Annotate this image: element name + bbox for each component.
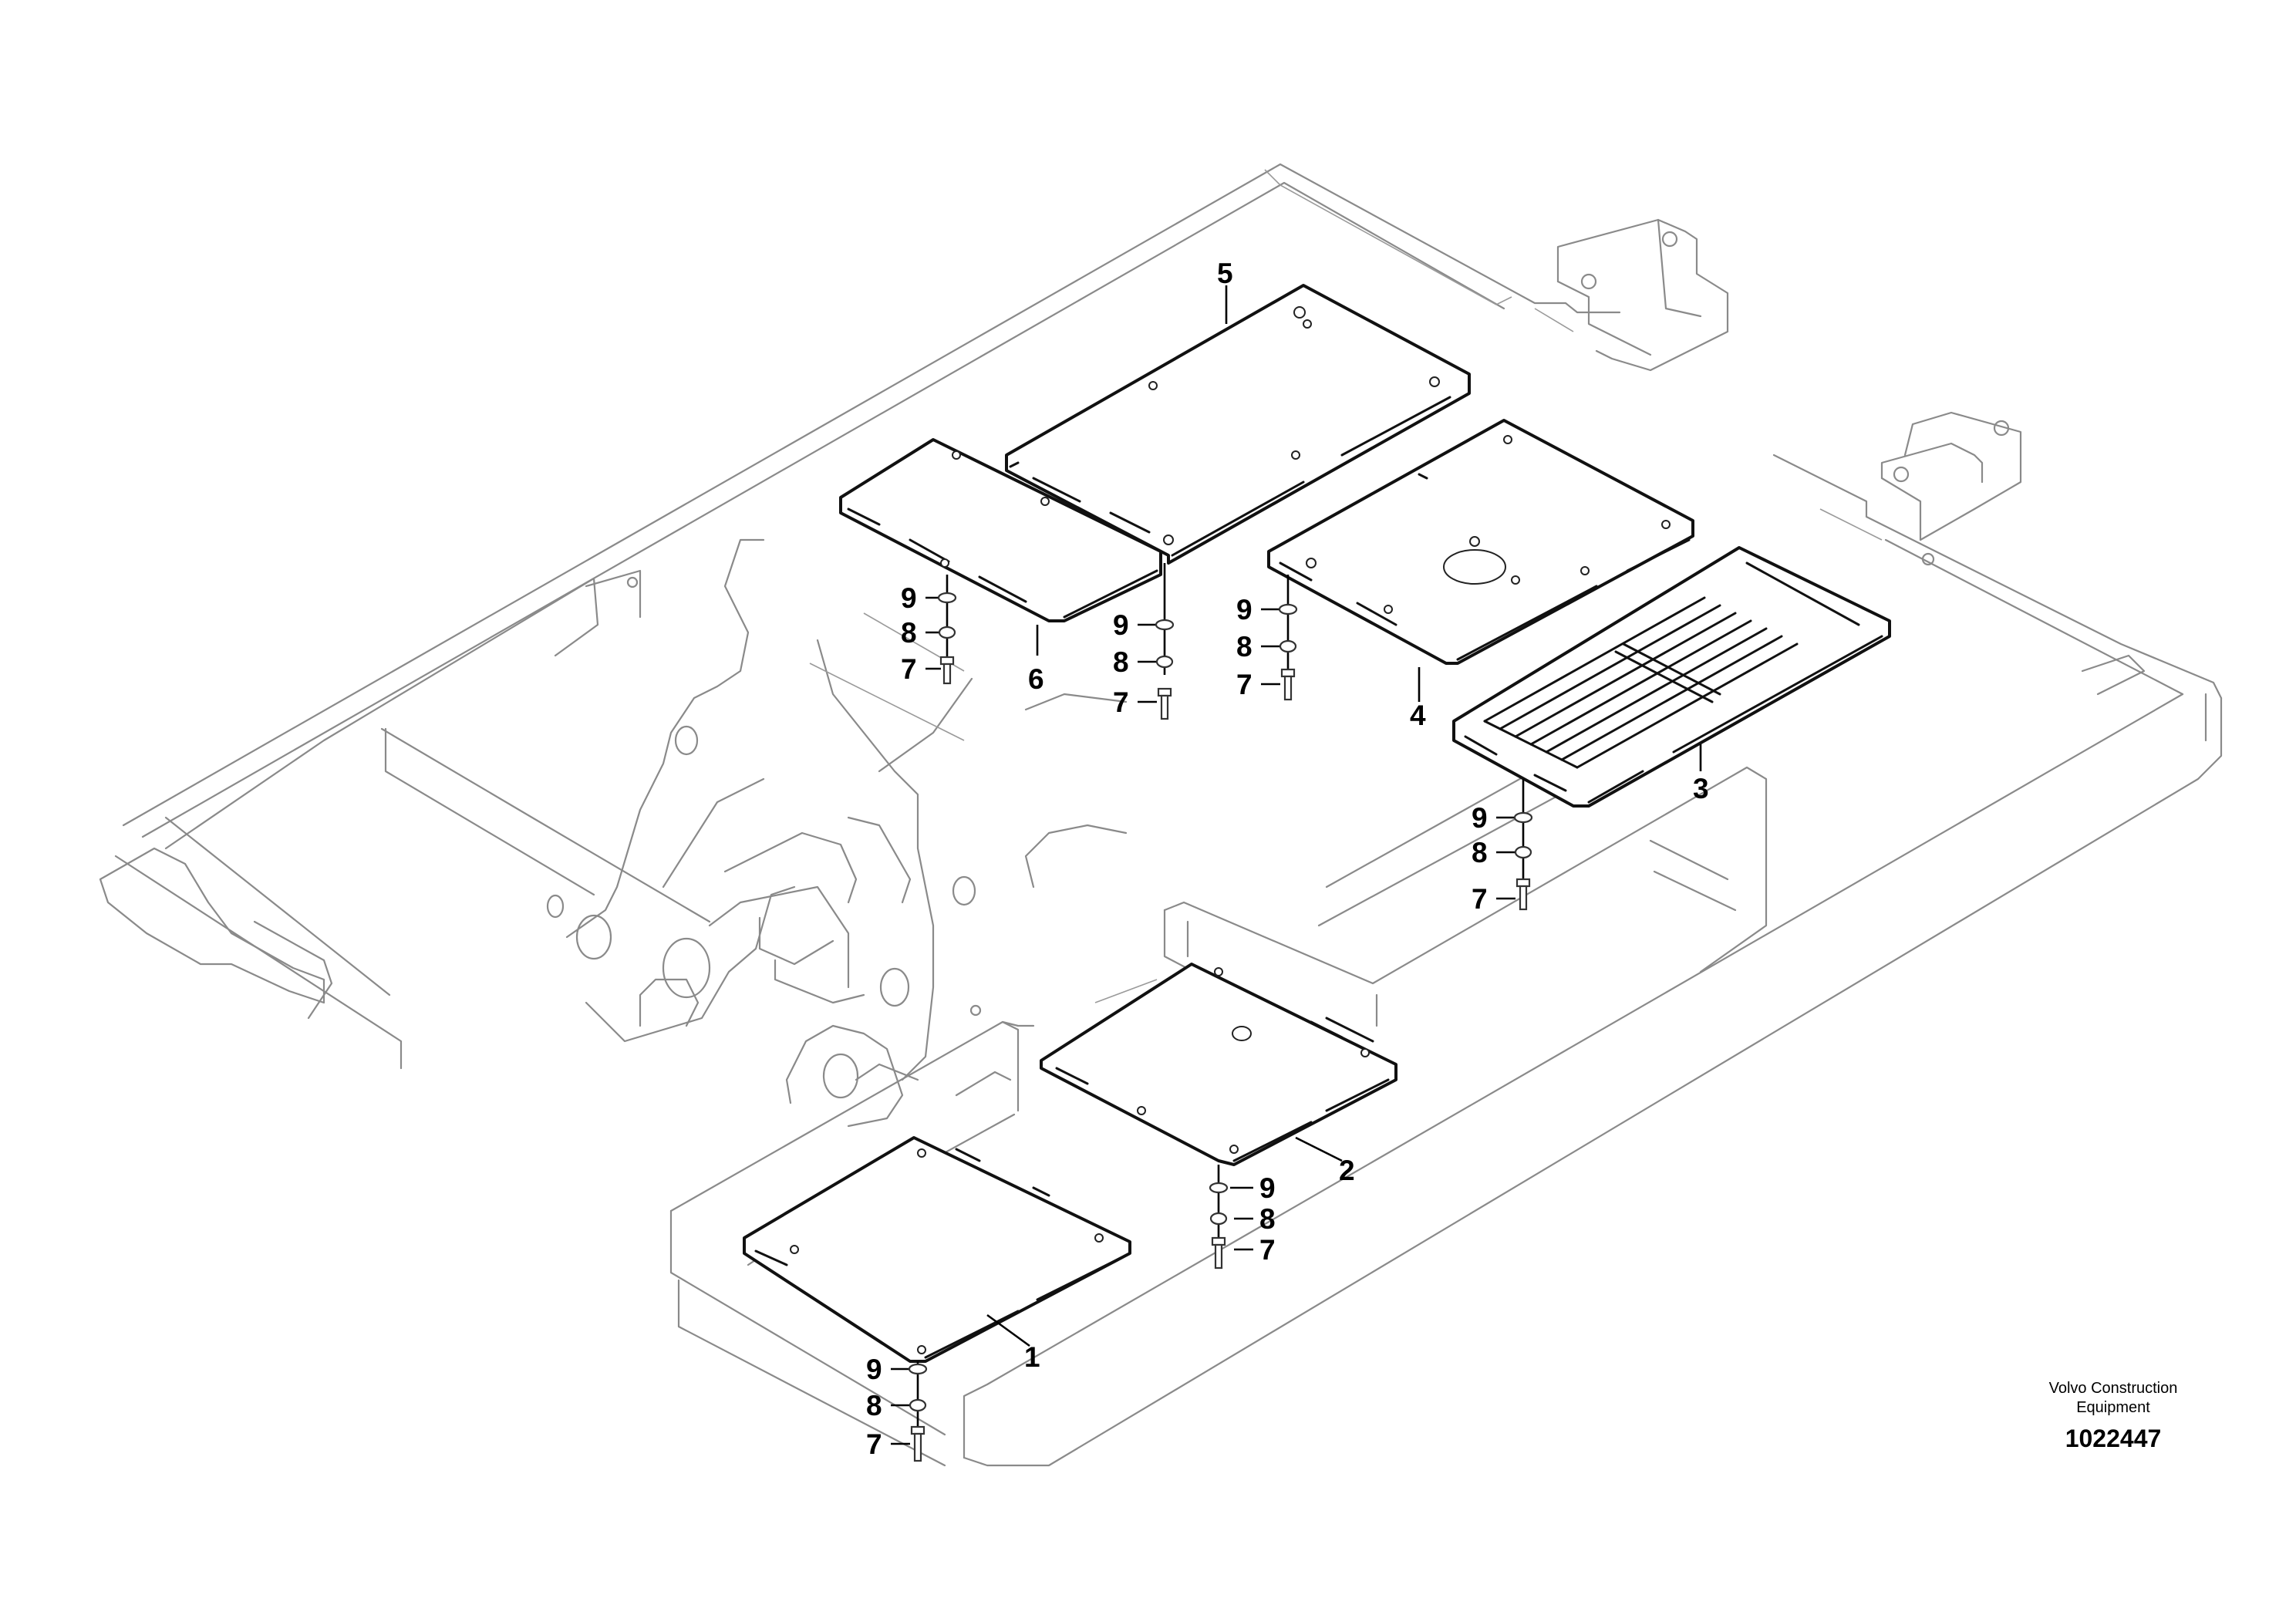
fastener-stack-plate-3 <box>1513 811 1533 911</box>
plate-3 <box>1452 546 1891 808</box>
flat-washer-icon <box>1155 619 1175 631</box>
callout-part-6: 6 <box>1028 663 1044 695</box>
callout-washer-lock: 8 <box>1236 631 1253 663</box>
plate-1 <box>743 1136 1131 1363</box>
callout-part-3: 3 <box>1693 773 1709 804</box>
callout-washer-lock: 8 <box>1472 837 1488 868</box>
drawing-footer: Volvo Construction Equipment 1022447 <box>2049 1380 2178 1452</box>
lock-washer-icon <box>1155 655 1174 669</box>
callout-washer-lock: 8 <box>1113 646 1129 678</box>
callout-washer-lock: 8 <box>1259 1203 1276 1235</box>
flat-washer-icon <box>908 1363 928 1375</box>
callout-washer-flat: 9 <box>1472 802 1488 834</box>
callout-part-2: 2 <box>1339 1155 1355 1186</box>
callout-washer-flat: 9 <box>866 1354 882 1385</box>
callout-bolt: 7 <box>1472 883 1488 915</box>
plate-6 <box>839 438 1162 622</box>
lock-washer-icon <box>1209 1212 1228 1226</box>
brand-line-2: Equipment <box>2076 1399 2150 1416</box>
fastener-stack-plate-1 <box>908 1363 928 1462</box>
callout-part-4: 4 <box>1410 700 1426 731</box>
upper-frame-structure <box>99 163 2223 1467</box>
lock-washer-icon <box>1279 639 1297 653</box>
lock-washer-icon <box>1514 845 1532 859</box>
bolt-icon <box>910 1425 925 1462</box>
fastener-stack-plate-5 <box>1155 619 1175 720</box>
brand-line-1: Volvo Construction <box>2049 1380 2178 1397</box>
callout-bolt: 7 <box>866 1428 882 1460</box>
drawing-number: 1022447 <box>2065 1425 2162 1452</box>
bolt-icon <box>1515 878 1531 911</box>
bolt-icon <box>1211 1236 1226 1270</box>
callout-washer-flat: 9 <box>1236 594 1253 626</box>
callout-washer-flat: 9 <box>1259 1172 1276 1204</box>
fastener-stack-plate-4 <box>1278 603 1298 701</box>
plate-4 <box>1267 419 1694 665</box>
grating-bars <box>1483 561 1860 769</box>
fastener-stack-plate-6 <box>937 592 957 685</box>
callout-bolt: 7 <box>1236 669 1253 700</box>
callout-bolt: 7 <box>1259 1234 1276 1266</box>
bolt-icon <box>1157 687 1172 720</box>
callout-part-1: 1 <box>1024 1341 1040 1373</box>
callout-washer-lock: 8 <box>901 617 917 649</box>
callout-washer-lock: 8 <box>866 1390 882 1421</box>
callout-washer-flat: 9 <box>901 582 917 614</box>
callout-labels: 5 6 4 3 2 1 9 8 7 9 8 7 9 8 7 9 8 7 9 8 … <box>866 258 1709 1460</box>
bolt-icon <box>1280 668 1296 701</box>
flat-washer-icon <box>1278 603 1298 615</box>
callout-part-5: 5 <box>1217 258 1233 289</box>
plate-2 <box>1040 963 1397 1166</box>
flat-washer-icon <box>1513 811 1533 824</box>
lock-washer-icon <box>938 626 956 639</box>
flat-washer-icon <box>937 592 957 604</box>
plate-5 <box>1005 284 1471 565</box>
lock-washer-icon <box>909 1398 927 1412</box>
flat-washer-icon <box>1209 1182 1229 1194</box>
bolt-icon <box>939 656 955 685</box>
callout-washer-flat: 9 <box>1113 609 1129 641</box>
fastener-stack-plate-2 <box>1209 1182 1229 1270</box>
callout-bolt: 7 <box>1113 686 1129 718</box>
callout-bolt: 7 <box>901 653 917 685</box>
